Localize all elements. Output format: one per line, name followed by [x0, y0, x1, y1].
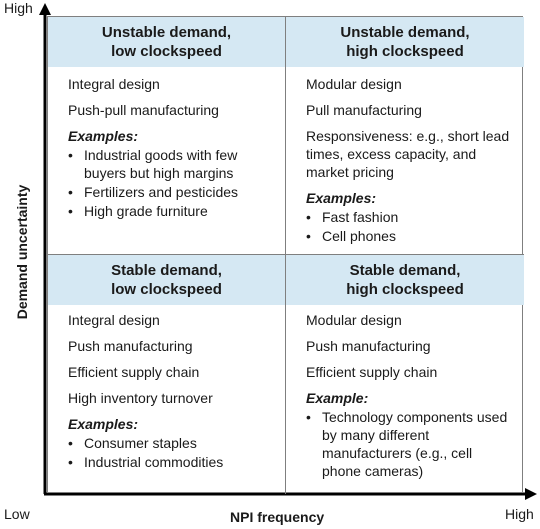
quadrant-body: Integral design Push-pull manufacturing … — [48, 67, 285, 220]
example-item: Industrial commodities — [68, 453, 275, 471]
header-line: low clockspeed — [111, 281, 222, 298]
header-line: high clockspeed — [346, 43, 464, 60]
quadrant-top-right: Unstable demand, high clockspeed Modular… — [286, 17, 524, 255]
header-line: Unstable demand, — [340, 24, 470, 41]
quadrant-body: Modular design Push manufacturing Effici… — [286, 305, 524, 480]
quadrant-bottom-left: Stable demand, low clockspeed Integral d… — [48, 255, 286, 494]
examples-title: Example: — [306, 390, 369, 406]
feature-item: Efficient supply chain — [68, 364, 200, 380]
feature-item: High inventory turnover — [68, 390, 213, 406]
x-axis-title: NPI frequency — [230, 509, 325, 525]
quadrant-header: Stable demand, low clockspeed — [48, 255, 285, 305]
examples-list: Technology components used by many diffe… — [306, 408, 514, 480]
quadrant-bottom-right: Stable demand, high clockspeed Modular d… — [286, 255, 524, 494]
quadrant-header: Unstable demand, high clockspeed — [286, 17, 524, 67]
example-item: Industrial goods with few buyers but hig… — [68, 146, 275, 182]
example-item: Fast fashion — [306, 208, 514, 226]
x-axis-low-label: Low — [4, 506, 30, 522]
feature-item: Push-pull manufacturing — [68, 102, 219, 118]
feature-item: Efficient supply chain — [306, 364, 438, 380]
quadrant-body: Modular design Pull manufacturing Respon… — [286, 67, 524, 245]
examples-title: Examples: — [68, 416, 139, 432]
y-axis-title: Demand uncertainty — [14, 184, 30, 320]
header-line: high clockspeed — [346, 281, 464, 298]
header-line: Stable demand, — [111, 262, 222, 279]
quadrant-header: Stable demand, high clockspeed — [286, 255, 524, 305]
feature-item: Integral design — [68, 76, 160, 92]
quadrant-matrix: Unstable demand, low clockspeed Integral… — [47, 16, 524, 494]
feature-item: Modular design — [306, 76, 402, 92]
feature-item: Push manufacturing — [68, 338, 193, 354]
quadrant-top-left: Unstable demand, low clockspeed Integral… — [48, 17, 286, 255]
examples-list: Consumer staples Industrial commodities — [68, 434, 275, 471]
header-line: Unstable demand, — [101, 24, 232, 41]
feature-item: Responsiveness: e.g., short lead times, … — [306, 128, 510, 180]
examples-title: Examples: — [68, 128, 139, 144]
header-line: Stable demand, — [349, 262, 461, 279]
feature-item: Modular design — [306, 312, 402, 328]
quadrant-header: Unstable demand, low clockspeed — [48, 17, 285, 67]
x-axis-high-label: High — [505, 506, 534, 522]
y-axis-high-label: High — [4, 0, 33, 16]
examples-list: Fast fashion Cell phones — [306, 208, 514, 245]
example-item: High grade furniture — [68, 202, 275, 220]
feature-item: Push manufacturing — [306, 338, 431, 354]
example-item: Consumer staples — [68, 434, 275, 452]
examples-title: Examples: — [306, 190, 377, 206]
x-axis-arrowhead — [525, 488, 537, 500]
feature-item: Pull manufacturing — [306, 102, 422, 118]
feature-item: Integral design — [68, 312, 160, 328]
header-line: low clockspeed — [111, 43, 222, 60]
example-item: Cell phones — [306, 227, 514, 245]
quadrant-body: Integral design Push manufacturing Effic… — [48, 305, 285, 471]
y-axis-arrowhead — [39, 3, 51, 15]
example-item: Fertilizers and pesticides — [68, 183, 275, 201]
examples-list: Industrial goods with few buyers but hig… — [68, 146, 275, 220]
example-item: Technology components used by many diffe… — [306, 408, 514, 480]
